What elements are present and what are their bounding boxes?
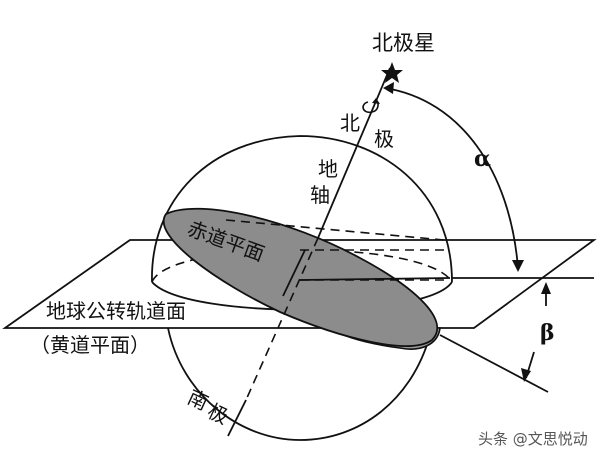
- earth-axis-upper: [317, 67, 391, 239]
- beta-arrow-down-icon: [521, 368, 531, 382]
- beta-arrow-up-icon: [541, 282, 551, 294]
- alpha-arrow-top-icon: [383, 82, 394, 94]
- south-pole-label-2: 极: [204, 399, 232, 429]
- north-star-label: 北极星: [372, 31, 435, 55]
- rotation-arrow-icon: [362, 99, 379, 114]
- sphere-lower-outline: [167, 327, 431, 441]
- north-pole-label-2: 极: [374, 127, 394, 151]
- earth-axis-lower: [227, 399, 247, 437]
- equator-front-edge: [299, 277, 451, 281]
- axis-label-2: 轴: [310, 183, 330, 207]
- orbit-plane-label: 地球公转轨道面: [46, 299, 186, 323]
- alpha-label: α: [474, 146, 491, 172]
- hemisphere-outline: [151, 135, 453, 283]
- alpha-arc: [384, 87, 519, 269]
- equator-inner-line: [282, 249, 306, 297]
- north-star-icon: [381, 62, 403, 83]
- beta-label: β: [540, 320, 555, 346]
- north-pole-label-1: 北: [340, 111, 360, 135]
- alpha-arrow-bottom-icon: [512, 260, 524, 272]
- ecliptic-plane-label: （黄道平面）: [30, 333, 150, 357]
- ecliptic-ref-line: [439, 334, 549, 393]
- axis-label-1: 地: [318, 157, 338, 181]
- equator-plane-shape: [162, 207, 438, 347]
- watermark-text: 头条 @文思悦动: [478, 430, 588, 448]
- dash-line-top: [225, 219, 445, 241]
- rotation-arrowhead-icon: [372, 98, 380, 104]
